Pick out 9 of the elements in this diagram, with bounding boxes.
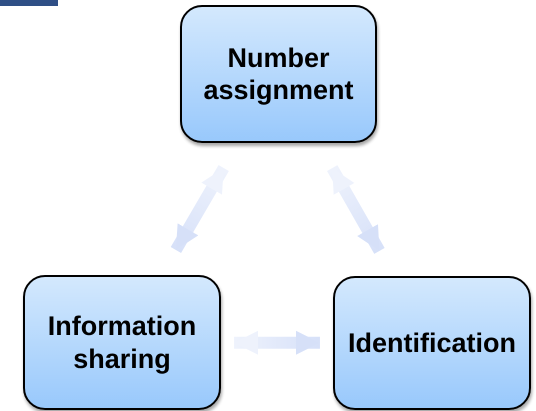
double-arrow xyxy=(170,164,229,254)
box-label: Identification xyxy=(348,326,516,360)
process-box xyxy=(333,276,531,410)
process-box xyxy=(23,275,221,410)
process-box xyxy=(180,5,377,143)
double-arrow xyxy=(326,165,385,254)
box-label: Information sharing xyxy=(46,310,198,375)
double-arrow xyxy=(234,330,320,355)
box-label: Number assignment xyxy=(202,42,355,106)
